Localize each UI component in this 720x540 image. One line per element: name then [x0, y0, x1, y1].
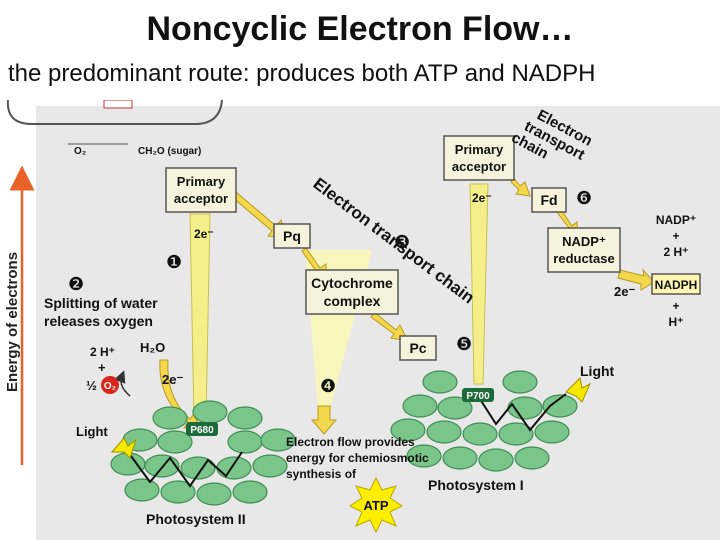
plus-sign: + — [98, 360, 106, 375]
step-6-marker: ❻ — [576, 188, 592, 208]
ps2-light-path — [127, 451, 243, 488]
ps1-light-bolt — [565, 376, 592, 403]
slide-title: Noncyclic Electron Flow… — [146, 10, 574, 48]
ps2-light-bolt — [110, 437, 137, 459]
water-electron-arc — [114, 370, 131, 397]
pq-label: Pq — [283, 228, 301, 244]
inset-sugar-label: CH₂O (sugar) — [138, 146, 201, 157]
atp-label: ATP — [363, 498, 388, 513]
ps2-acceptor-2e-label: 2e⁻ — [194, 227, 214, 241]
pc-box: Pc — [399, 335, 437, 361]
water-label: H₂O — [140, 340, 165, 355]
atp-star — [349, 476, 403, 534]
arrow-atp-down — [310, 405, 338, 435]
nadp-reductase-label: NADP⁺reductase — [553, 234, 614, 266]
fd-label: Fd — [540, 192, 557, 208]
p680-label: P680 — [190, 425, 214, 436]
ps2-light-label: Light — [76, 424, 108, 439]
ps1-chlorophyll-cluster — [390, 370, 578, 472]
top-inset: O₂ CH₂O (sugar) — [6, 100, 223, 157]
step-1-marker: ❶ — [166, 252, 182, 272]
step-4-marker: ❹ — [320, 376, 336, 396]
water-2e-label: 2e⁻ — [162, 372, 183, 387]
oxygen-label: O₂ — [104, 381, 116, 392]
slide-subtitle: the predominant route: produces both ATP… — [8, 60, 596, 87]
hydrogen-ions-label: 2 H⁺ — [90, 345, 115, 359]
half-label: ½ — [86, 378, 97, 393]
inset-o2-label: O₂ — [74, 146, 86, 157]
energy-axis-label: Energy of electrons — [4, 252, 21, 392]
nadp-reductase-box: NADP⁺reductase — [547, 227, 621, 273]
pc-label: Pc — [409, 340, 426, 356]
step-2-marker: ❷ — [68, 274, 84, 294]
ps1-light-label: Light — [580, 363, 615, 379]
fd-box: Fd — [531, 187, 567, 213]
ps1-acceptor-2e-label: 2e⁻ — [472, 191, 492, 205]
pq-box: Pq — [273, 223, 311, 249]
nadph-label: NADPH — [655, 278, 698, 292]
p700-label: P700 — [466, 391, 490, 402]
ps1-light-path — [477, 393, 567, 432]
arrow-ps1-to-fd — [510, 177, 531, 197]
step-3-marker: ❸ — [394, 232, 410, 252]
p700-reaction-center: P700 — [462, 388, 494, 402]
ps1-excitation-beam — [469, 183, 489, 385]
p680-reaction-center: P680 — [186, 422, 218, 436]
nadph-outputs: +H⁺ — [669, 299, 684, 329]
reductase-2e-label: 2e⁻ — [614, 284, 635, 299]
nadp-inputs: NADP⁺+2 H⁺ — [656, 213, 696, 259]
arrow-reductase-to-nadph — [617, 268, 655, 291]
ps2-chlorophyll-cluster — [110, 400, 296, 506]
photosystem-i-label: Photosystem I — [428, 477, 524, 493]
oxygen-marker — [101, 376, 119, 394]
ps2-excitation-beam — [189, 213, 211, 421]
noncyclic-electron-flow-diagram: O₂ CH₂O (sugar) Energy of electrons — [4, 100, 720, 540]
photosystem-ii-label: Photosystem II — [146, 511, 246, 527]
energy-axis: Energy of electrons — [4, 165, 35, 465]
nadph-box: NADPH — [651, 273, 701, 295]
step-5-marker: ❺ — [456, 334, 472, 354]
